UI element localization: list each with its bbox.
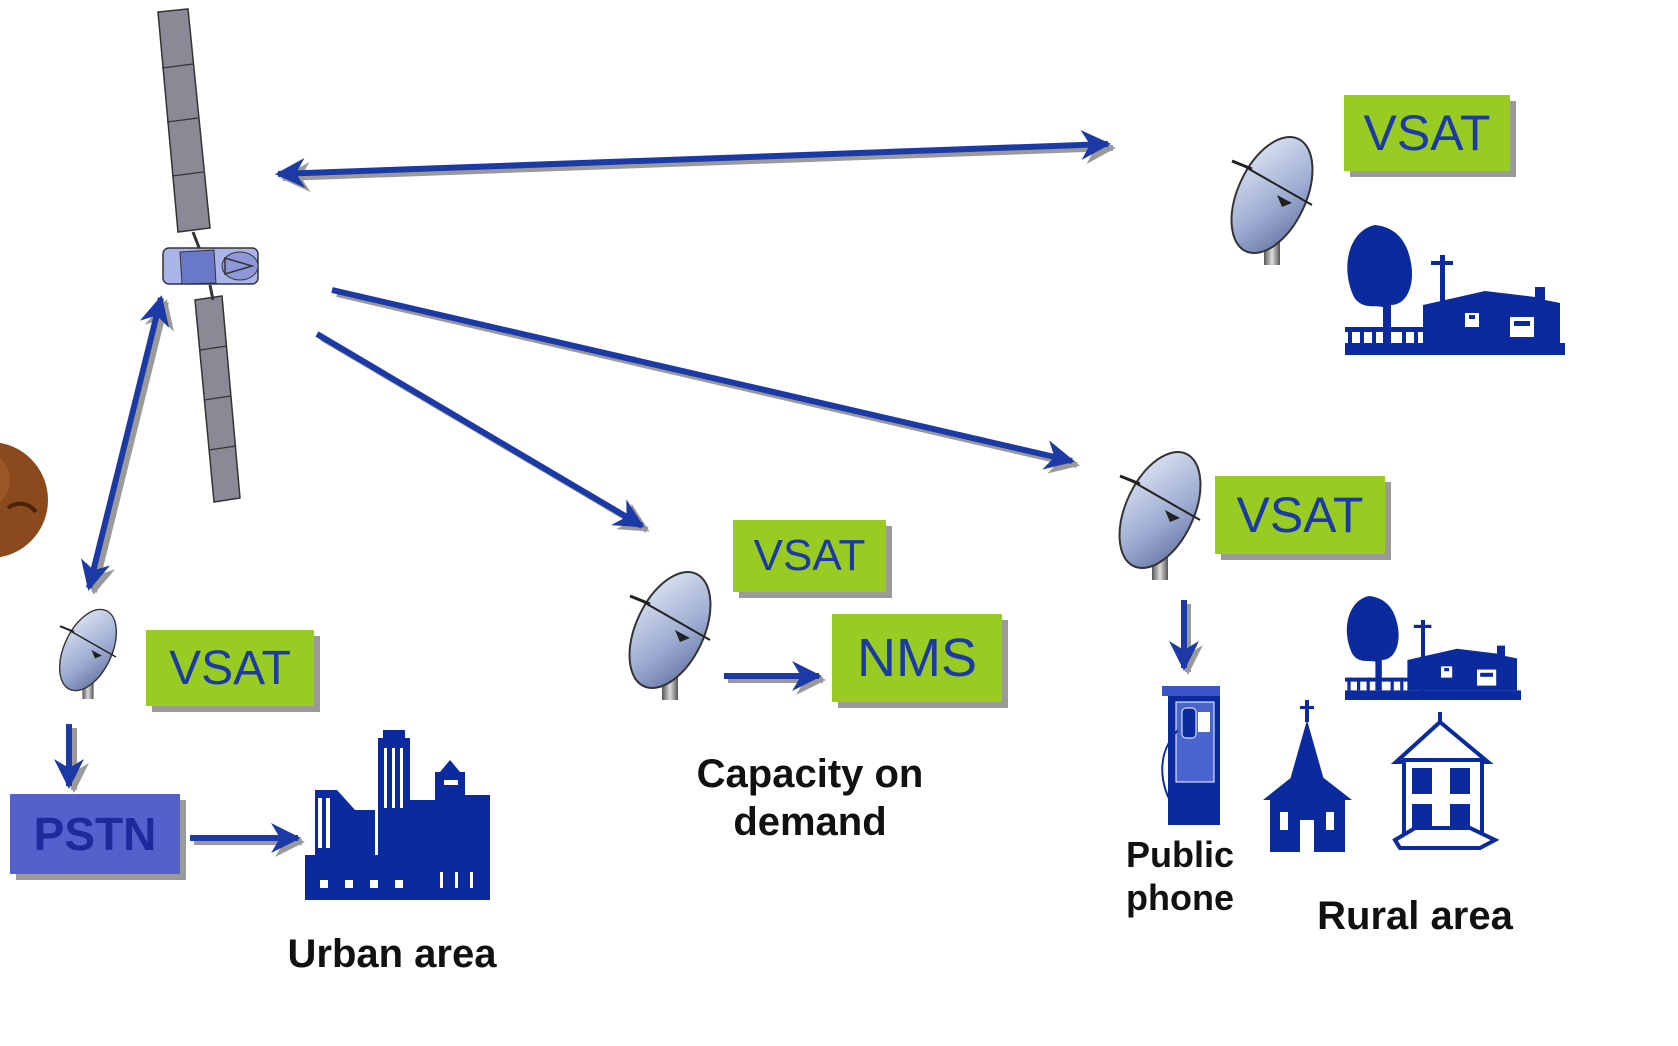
urban-area-caption: Urban area	[287, 932, 497, 976]
link-satellite-right-vsat	[331, 287, 1080, 474]
link-satellite-top-vsat	[275, 129, 1116, 193]
pstn-label: PSTN	[10, 794, 180, 874]
link-vsat-nms	[724, 661, 826, 695]
public-phone-caption: Public phone	[1100, 833, 1260, 919]
capacity-on-demand-caption: Capacity on demand	[660, 750, 960, 846]
vsat-label-top-right: VSAT	[1344, 95, 1510, 171]
vsat-dish-top-right-icon	[1213, 122, 1331, 268]
public-phone-caption-line2: phone	[1126, 877, 1234, 919]
nms-label: NMS	[832, 614, 1002, 702]
link-vsat-public-phone	[1169, 600, 1203, 675]
capacity-caption-line1: Capacity on	[696, 752, 924, 796]
vsat-label-right: VSAT	[1215, 476, 1385, 554]
link-satellite-center-vsat	[315, 331, 650, 533]
link-pstn-urban	[190, 823, 305, 857]
vsat-dish-center-icon	[611, 557, 729, 703]
rural-area-caption: Rural area	[1317, 894, 1513, 938]
link-vsat-pstn	[54, 724, 89, 793]
church-icon	[1263, 700, 1352, 852]
rural-house-top-icon	[1345, 225, 1565, 355]
vsat-dish-left-icon	[47, 599, 129, 701]
rural-house-right-icon	[1345, 596, 1521, 700]
vsat-label-center: VSAT	[733, 520, 886, 592]
urban-skyline-icon	[305, 730, 490, 900]
public-phone-caption-line1: Public	[1125, 834, 1235, 875]
old-house-icon	[1390, 712, 1500, 850]
satellite-icon	[157, 8, 259, 503]
public-phone-icon	[1161, 686, 1220, 825]
link-satellite-left-vsat	[80, 295, 175, 595]
capacity-caption-line2: demand	[733, 800, 887, 844]
vsat-label-left: VSAT	[146, 630, 314, 706]
vsat-dish-right-icon	[1101, 437, 1219, 583]
earth-icon	[0, 442, 48, 558]
